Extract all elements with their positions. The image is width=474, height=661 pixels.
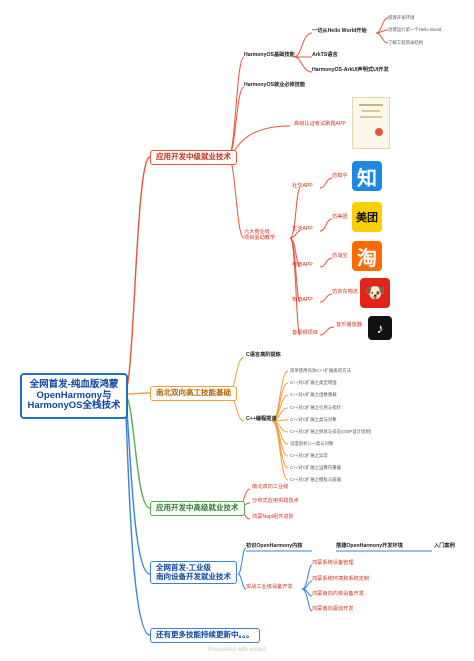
root-line-1: 全网首发-纯血版鸿蒙 — [29, 378, 119, 390]
meituan-logo-icon: 美团 — [352, 202, 382, 232]
cpp-item-4[interactable]: C++对C扩展之引用与指针 — [290, 405, 341, 410]
branch-app-dev-advanced[interactable]: 应用开发中高级就业技术 — [150, 501, 245, 516]
taobao-logo-icon: 淘 — [352, 241, 382, 271]
topic-c-language[interactable]: C语言高阶提炼 — [246, 352, 281, 358]
app-zhihu-label[interactable]: 仿知乎 — [332, 173, 348, 179]
cpp-item-2[interactable]: C++对C扩展之类型增强 — [290, 380, 337, 385]
cpp-item-3[interactable]: C++对C扩展之函数重载 — [290, 392, 337, 397]
category-social[interactable]: 社交APP — [292, 183, 313, 189]
category-life[interactable]: 生活APP — [292, 226, 313, 232]
topic-arkts[interactable]: ArkTS语言 — [312, 52, 338, 58]
topic-kernel[interactable]: 初识OpenHarmony内核 — [246, 543, 303, 549]
hello-item-3[interactable]: 了解工程目录结构 — [388, 40, 424, 45]
industrial-item-2[interactable]: 鸿蒙系统环境和系统定制 — [312, 576, 370, 582]
b3-item-1[interactable]: 南北双向工业级 — [252, 484, 289, 490]
cpp-item-5[interactable]: C++对C扩展之类与对象 — [290, 417, 337, 422]
project-line-2: 项目驱动教学 — [244, 234, 276, 241]
topic-industrial[interactable]: 实战工业级设备开发 — [246, 584, 293, 590]
b4-title-line-2: 南向设备开发就业技术 — [156, 571, 231, 581]
b3-item-3[interactable]: 鸿蒙Napi组件进阶 — [252, 514, 294, 520]
topic-hello-world[interactable]: 一切从Hello World开始 — [312, 28, 367, 34]
root-line-2: OpenHarmony与 — [36, 389, 112, 401]
topic-cert-app[interactable]: 高级认证考试刷题APP — [294, 121, 346, 127]
category-ecommerce[interactable]: 电商APP — [292, 262, 313, 268]
jd-logo-icon: 🐶 — [360, 278, 390, 308]
topic-six-projects[interactable]: 六大商业级 项目驱动教学 — [244, 229, 276, 242]
topic-cpp[interactable]: C++编程提速 — [246, 416, 277, 422]
app-meituan-label[interactable]: 仿美团 — [332, 214, 348, 220]
certificate-image — [352, 97, 390, 149]
category-media[interactable]: 音视频项目 — [292, 330, 318, 336]
cpp-item-1[interactable]: 简单使用有效C++扩展类的方法 — [290, 368, 351, 373]
b3-item-2[interactable]: 分布式应用实践技术 — [252, 498, 299, 504]
branch-app-dev-mid[interactable]: 应用开发中级就业技术 — [150, 150, 237, 165]
project-line-1: 六大商业级 — [244, 229, 270, 235]
topic-env[interactable]: 搭建OpenHarmony开发环境 — [336, 543, 403, 549]
root-line-3: HarmonyOS全栈技术 — [27, 400, 121, 412]
branch-south-device[interactable]: 全网首发-工业级 南向设备开发就业技术 — [150, 561, 237, 585]
zhihu-logo-icon: 知 — [352, 161, 382, 191]
footer-watermark: Presented with xmind — [208, 647, 266, 653]
category-logistics[interactable]: 物流APP — [292, 297, 313, 303]
hello-item-2[interactable]: 创建运行第一个Hello World — [388, 27, 442, 32]
industrial-item-3[interactable]: 鸿蒙南向内核设备开发 — [312, 591, 364, 597]
cpp-item-6[interactable]: C++对C扩展之继承与多态(OOP设计思想) — [290, 429, 372, 434]
app-music-label[interactable]: 音乐播放器 — [336, 322, 362, 328]
topic-harmonyos-basic[interactable]: HarmonyOS基础技能 — [244, 52, 295, 58]
topic-must-skills[interactable]: HarmonyOS就业必修技能 — [244, 82, 306, 88]
tiktok-logo-icon: ♪ — [368, 316, 392, 340]
topic-arkui[interactable]: HarmonyOS-ArkUI声明式UI开发 — [312, 67, 389, 73]
branch-north-south[interactable]: 南北双向高工技能基础 — [150, 386, 237, 401]
app-jd-label[interactable]: 仿京东物流 — [332, 289, 358, 295]
root-topic[interactable]: 全网首发-纯血版鸿蒙 OpenHarmony与 HarmonyOS全栈技术 — [20, 373, 128, 419]
topic-entry-case[interactable]: 入门案例 — [434, 543, 455, 549]
branch-more-updates[interactable]: 还有更多技能持续更新中。。。 — [150, 628, 260, 643]
cpp-item-10[interactable]: C++对C扩展之模板与容器 — [290, 477, 341, 482]
cpp-item-9[interactable]: C++对C扩展之运算符重载 — [290, 465, 341, 470]
cpp-item-8[interactable]: C++对C扩展之异常 — [290, 453, 328, 458]
hello-item-1[interactable]: 搭建开发环境 — [388, 15, 415, 20]
industrial-item-1[interactable]: 鸿蒙系统设备管理 — [312, 560, 354, 566]
industrial-item-4[interactable]: 鸿蒙南向驱动开发 — [312, 606, 354, 612]
b4-title-line-1: 全网首发-工业级 — [156, 563, 211, 572]
cpp-item-7[interactable]: 深度剖析C++类与对象 — [290, 441, 334, 446]
app-taobao-label[interactable]: 仿淘宝 — [332, 253, 348, 259]
